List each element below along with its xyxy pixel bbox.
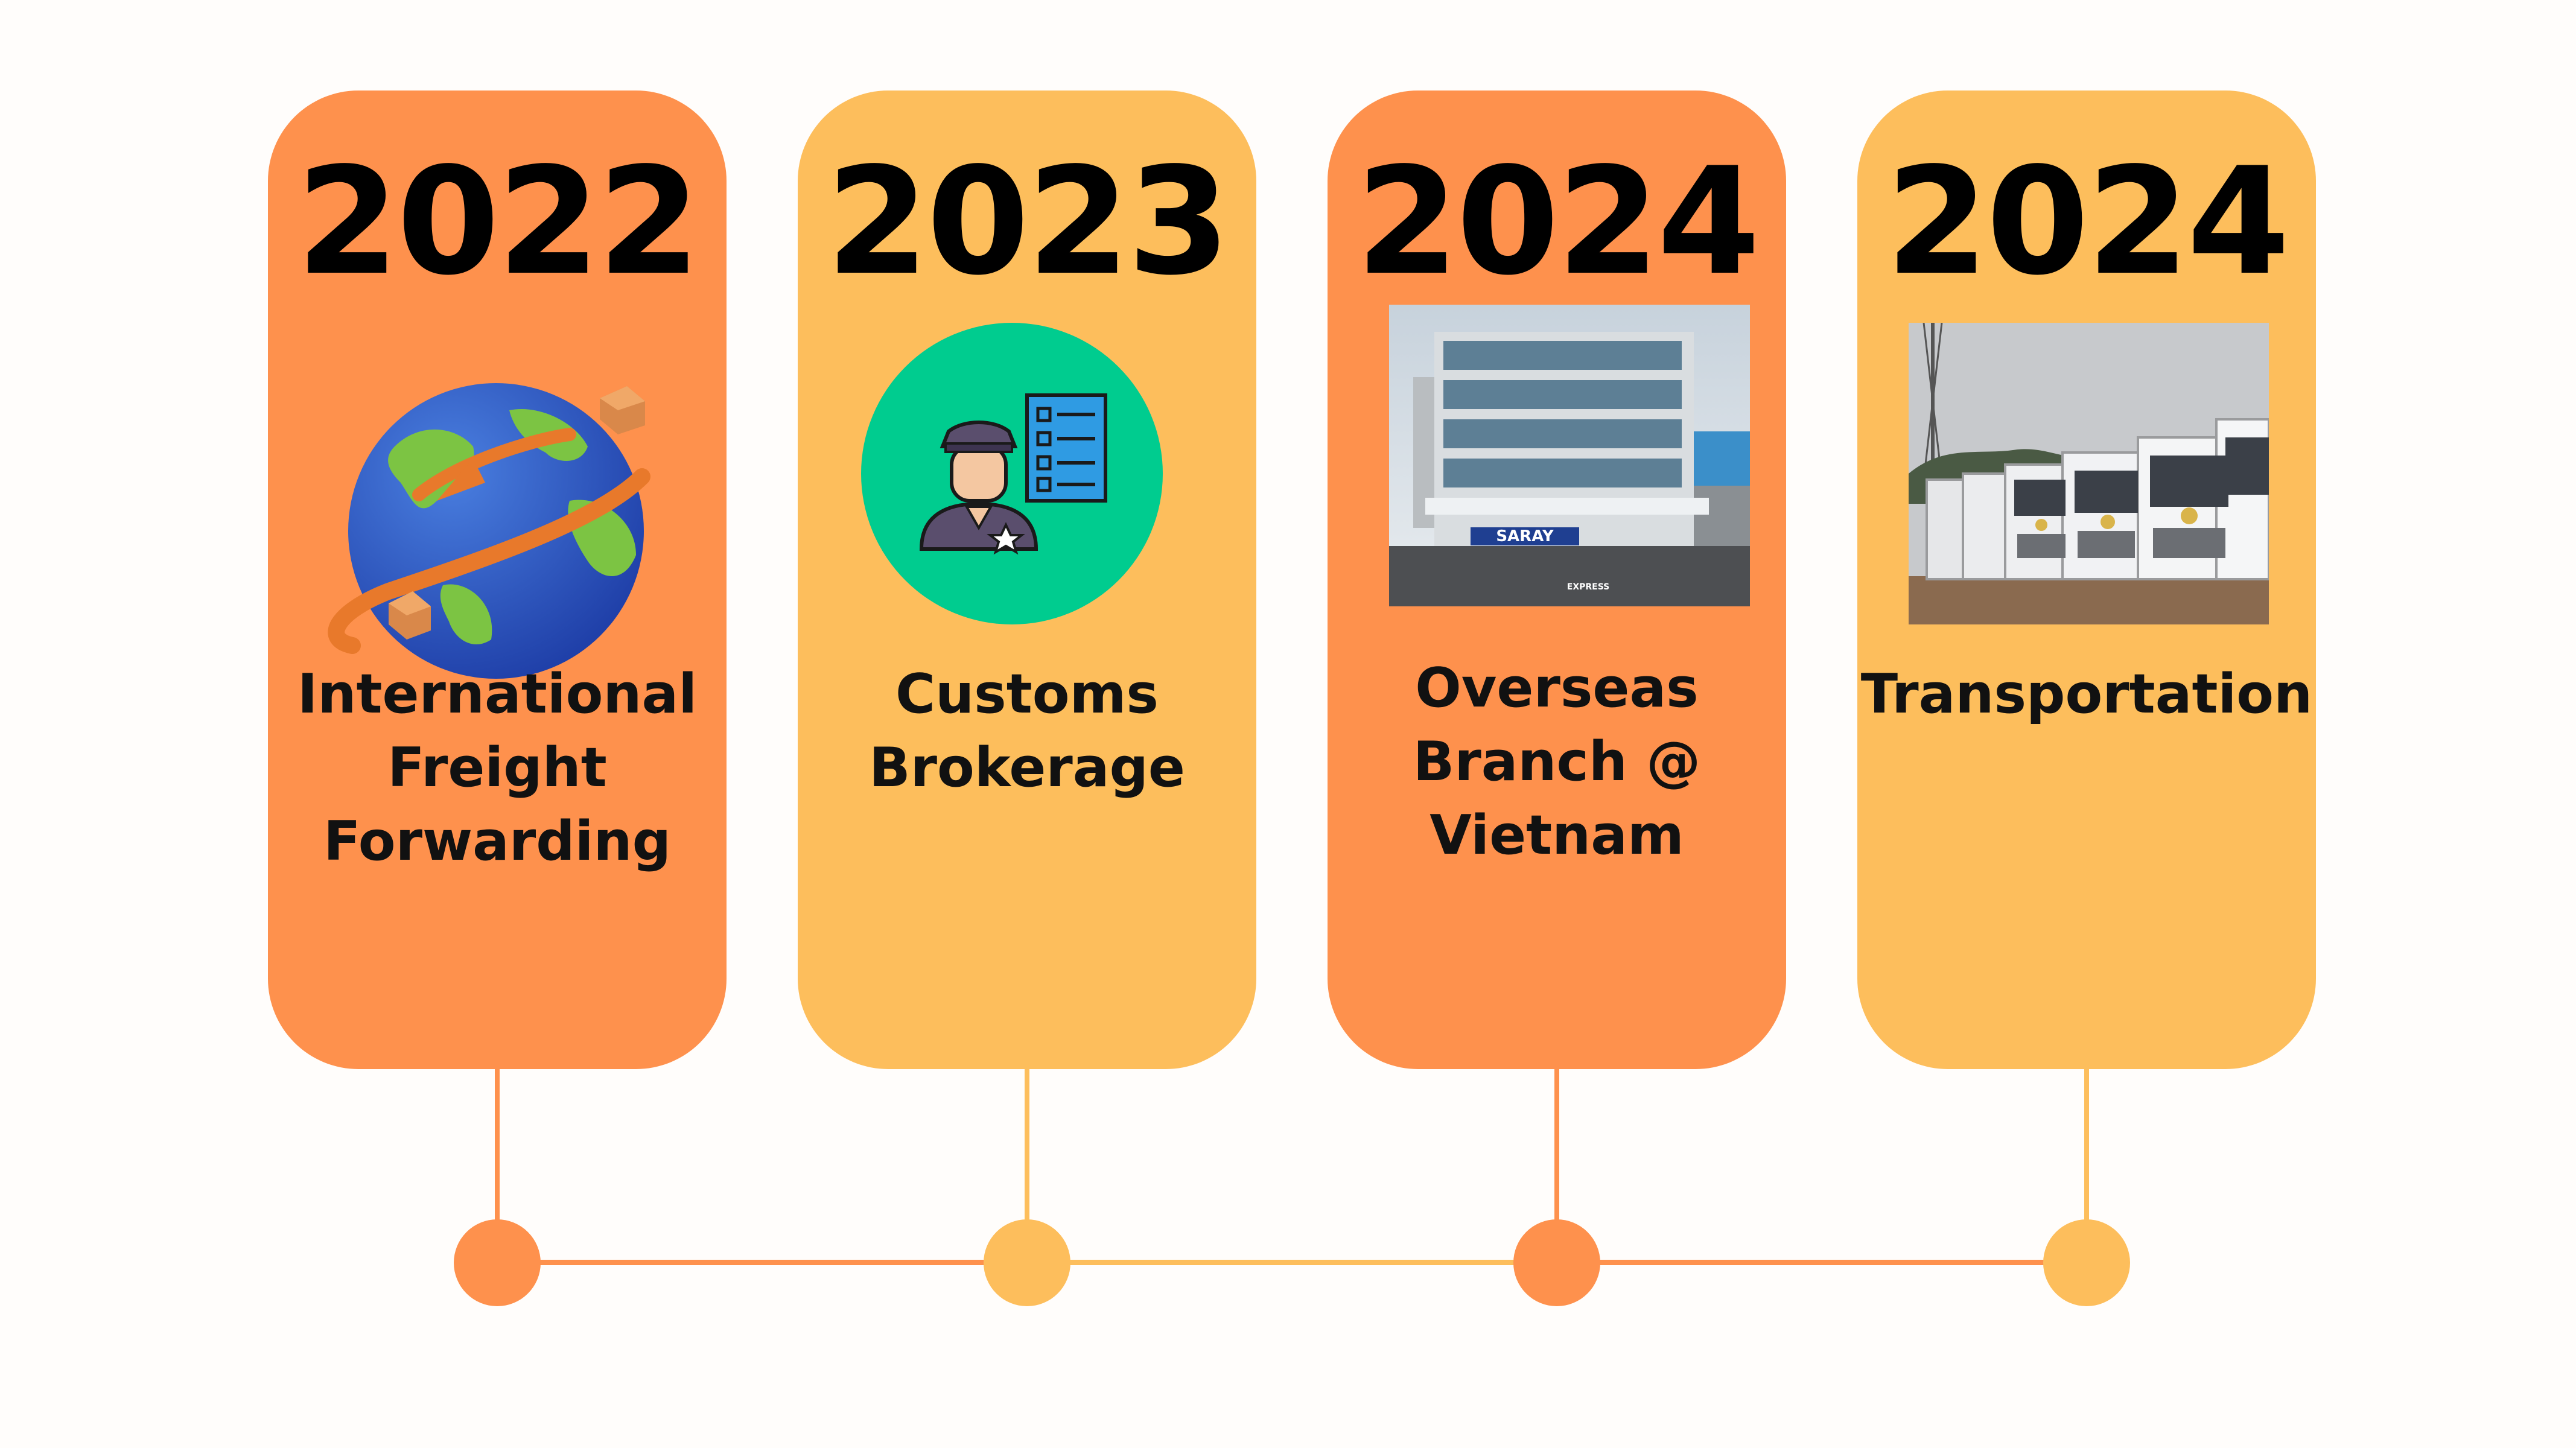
customs-officer-icon — [861, 323, 1163, 624]
globe-shipping-icon — [328, 383, 650, 679]
office-building-photo: SARAY EXPRESS — [1389, 305, 1750, 606]
timeline-node-4 — [2043, 1219, 2130, 1306]
timeline-label: Transportation — [1860, 662, 2313, 726]
timeline-node-3 — [1513, 1219, 1600, 1306]
timeline-label: Customs Brokerage — [869, 662, 1185, 799]
timeline-stem-1 — [495, 1069, 500, 1263]
timeline-connector-1 — [497, 1260, 1027, 1265]
timeline-year: 2024 — [1886, 136, 2290, 308]
timeline-node-2 — [984, 1219, 1070, 1306]
timeline-year: 2022 — [296, 136, 701, 308]
truck-fleet-photo — [1909, 323, 2269, 624]
timeline-card-2023: 2023 Customs Brokerage — [798, 91, 1256, 1069]
building-sub-sign: EXPRESS — [1567, 582, 1610, 592]
timeline-card-2024-transportation: 2024 Transportation — [1857, 91, 2316, 1069]
timeline-label: Overseas Branch @ Vietnam — [1413, 656, 1701, 867]
timeline-connector-3 — [1557, 1260, 2087, 1265]
timeline-card-2024-vietnam: 2024 SARAY EXPRESS Overseas Branch @ Vie… — [1328, 91, 1786, 1069]
timeline-year: 2023 — [826, 136, 1230, 308]
building-sign: SARAY — [1496, 527, 1554, 545]
timeline-stem-4 — [2084, 1069, 2089, 1263]
timeline-card-2022: 2022 International Freight Forwarding — [268, 91, 727, 1069]
timeline-connector-2 — [1027, 1260, 1557, 1265]
timeline-year: 2024 — [1356, 136, 1760, 308]
timeline-stem-3 — [1554, 1069, 1559, 1263]
timeline-node-1 — [454, 1219, 541, 1306]
timeline-stem-2 — [1025, 1069, 1029, 1263]
timeline-label: International Freight Forwarding — [297, 662, 698, 873]
